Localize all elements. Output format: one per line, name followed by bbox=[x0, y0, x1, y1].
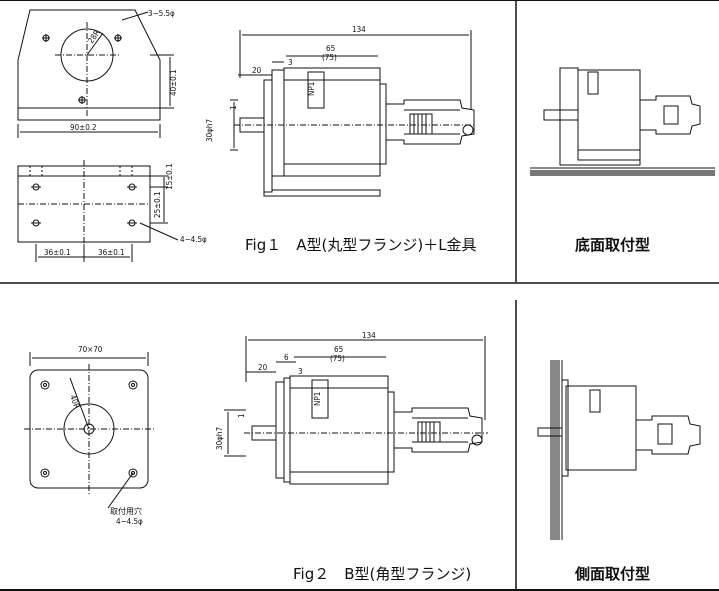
fig1-dim-width: 90±0.2 bbox=[70, 123, 97, 132]
fig1-side-label: 底面取付型 bbox=[575, 236, 651, 254]
fig2-dim-6: 6 bbox=[284, 353, 289, 362]
fig1-dim-w36a: 36±0.1 bbox=[44, 248, 71, 257]
fig1-dim-hole: 3−5.5φ bbox=[148, 9, 175, 18]
fig1-dim-1: 1 bbox=[229, 105, 238, 110]
fig2-side-label: 側面取付型 bbox=[575, 565, 651, 583]
fig1-bottom-view bbox=[17, 160, 179, 262]
fig1-caption: Fig１ A型(丸型フランジ)＋L金具 bbox=[245, 236, 477, 254]
fig1-nameplate: NP1 bbox=[307, 82, 316, 96]
fig1-dim-body: 65 bbox=[326, 44, 335, 53]
fig1-dim-total: 134 bbox=[352, 25, 366, 34]
fig2-dim-3: 3 bbox=[298, 367, 303, 376]
fig1-side-view bbox=[230, 30, 476, 197]
fig1-dim-holes: 4−4.5φ bbox=[180, 235, 207, 244]
fig2-nameplate: NP1 bbox=[313, 392, 322, 406]
fig2-dim-20: 20 bbox=[258, 363, 268, 372]
fig2-hole-note-1: 取付用穴 bbox=[110, 506, 142, 516]
fig2-dim-square: 70×70 bbox=[78, 345, 103, 354]
fig1-dim-3: 3 bbox=[288, 58, 293, 67]
fig2-caption: Fig２ B型(角型フランジ) bbox=[293, 565, 472, 583]
fig1-dim-shaft: 30φh7 bbox=[205, 119, 214, 142]
fig1-dim-body-alt: (75) bbox=[322, 53, 337, 62]
fig1-dim-w36b: 36±0.1 bbox=[98, 248, 125, 257]
fig2-side-view bbox=[224, 336, 488, 485]
fig2-dim-body-alt: (75) bbox=[330, 354, 345, 363]
fig1-dim-20: 20 bbox=[252, 66, 262, 75]
fig1-front-view bbox=[17, 9, 174, 138]
fig2-front-view bbox=[24, 352, 154, 509]
fig2-mount-sketch bbox=[537, 360, 701, 540]
fig2-dim-total: 134 bbox=[362, 331, 376, 340]
fig2-dim-1: 1 bbox=[237, 413, 246, 418]
fig1-mount-sketch bbox=[530, 67, 715, 176]
fig2-dim-body: 65 bbox=[334, 345, 343, 354]
fig2-hole-note-2: 4−4.5φ bbox=[116, 517, 143, 526]
fig1-dim-h15: 15±0.1 bbox=[165, 163, 174, 190]
fig1-dim-h25: 25±0.1 bbox=[153, 191, 162, 218]
fig1-dim-radius: 28R bbox=[86, 28, 101, 45]
fig1-dim-height: 40±0.1 bbox=[169, 69, 178, 96]
fig2-dim-pcd: 40R bbox=[68, 394, 81, 410]
fig2-dim-shaft: 30φh7 bbox=[215, 427, 224, 450]
